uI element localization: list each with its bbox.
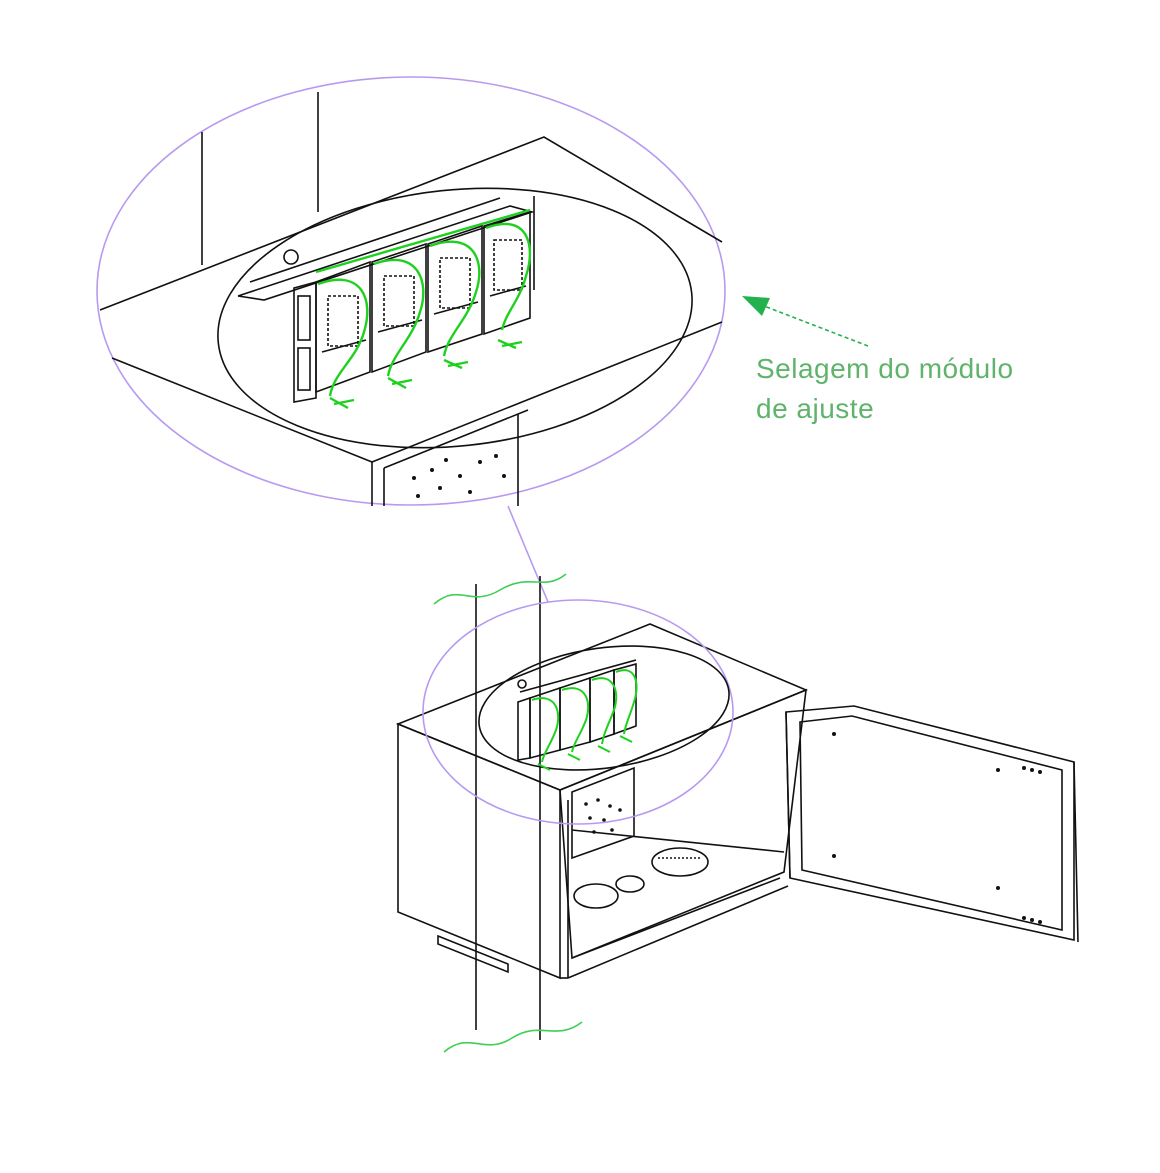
- detail-module-2: [371, 242, 427, 374]
- enclosure-floor-back: [571, 829, 785, 853]
- back-plate-holes: [584, 798, 622, 834]
- detail-enclosure-top: [99, 136, 723, 311]
- door-hinge-edge: [785, 711, 791, 879]
- enclosure-back-plate: [571, 766, 635, 860]
- detail-magnifier-circle: [96, 76, 726, 506]
- enclosure-opening: [559, 688, 807, 960]
- detail-seal-4: [485, 222, 532, 331]
- overview-mount-hole: [517, 679, 527, 689]
- door-panel: [785, 705, 1075, 941]
- mounting-bracket: [437, 934, 509, 974]
- callout-label-line2: de ajuste: [756, 393, 874, 424]
- enclosure-top: [395, 623, 809, 791]
- detail-seal-2: [373, 258, 425, 377]
- detail-seal-1: [317, 278, 369, 397]
- enclosure-floor-edge: [571, 877, 781, 959]
- callout: Selagem do módulo de ajuste: [742, 296, 1014, 424]
- door-inner-panel: [799, 715, 1063, 932]
- detail-module-4: [483, 210, 531, 336]
- detail-din-rail: [237, 205, 535, 301]
- pole-break-bottom: [443, 1021, 583, 1053]
- magnifier-leader-line: [507, 505, 549, 603]
- enclosure-front-rim: [567, 885, 789, 979]
- detail-front-plate: [293, 280, 317, 403]
- detail-cutaway-oval: [217, 187, 693, 449]
- detail-enclosure-edge-d: [383, 409, 529, 469]
- callout-leader: [763, 305, 869, 347]
- detail-module-1: [315, 260, 371, 394]
- detail-din-rail-lip: [249, 197, 501, 283]
- enclosure-left-side: [397, 722, 561, 980]
- callout-label-line1: Selagem do módulo: [756, 353, 1014, 384]
- detail-side-holes: [412, 454, 506, 498]
- door-holes: [832, 732, 1042, 924]
- detail-front-slot-top: [297, 295, 311, 341]
- overview-magnifier-circle: [422, 599, 734, 825]
- overview-cutaway-oval: [478, 645, 730, 771]
- detail-module-3: [427, 224, 483, 354]
- floor-knockout-large: [573, 883, 619, 909]
- overall-view: [395, 573, 1079, 1053]
- floor-knockout-gland: [651, 847, 709, 877]
- floor-knockout-small: [615, 875, 645, 893]
- detail-seal-3: [429, 240, 481, 357]
- detail-mount-hole: [283, 249, 299, 265]
- detail-front-slot-bottom: [297, 347, 311, 391]
- overview-modules: [529, 662, 637, 760]
- overview-rail: [519, 659, 637, 693]
- door-outer-edge: [1073, 761, 1079, 943]
- overview-seals: [531, 669, 638, 771]
- callout-arrow-icon: [742, 296, 770, 316]
- overview-front-plate: [517, 696, 531, 761]
- detail-seals: [315, 208, 532, 410]
- detail-view: [96, 76, 726, 506]
- pole-break-top: [433, 573, 567, 605]
